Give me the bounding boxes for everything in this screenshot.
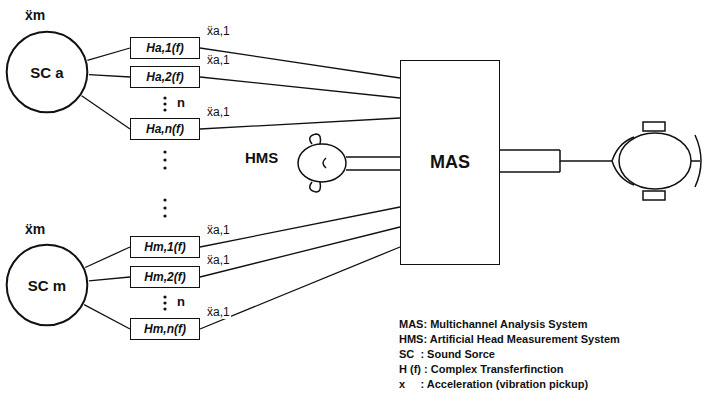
- headphone-head: [500, 122, 701, 200]
- signal-label: ẍa,1: [206, 306, 231, 319]
- transfer-function-label: Ha,2(f): [146, 70, 183, 84]
- node-label: MAS: [430, 152, 470, 173]
- artificial-head: [298, 134, 400, 192]
- signal-line: [87, 48, 130, 60]
- sound-source-circle: SC a: [5, 30, 89, 114]
- signal-label: ẍa,1: [206, 25, 231, 38]
- signal-label: ẍm: [24, 222, 46, 237]
- signal-label: ẍa,1: [206, 54, 231, 67]
- signal-label: ẍa,1: [206, 224, 231, 237]
- signal-line: [200, 247, 400, 329]
- transfer-function-box: Hm,1(f): [130, 236, 200, 258]
- node-label: SC a: [30, 64, 63, 81]
- analysis-system-box: MAS: [400, 60, 500, 265]
- count-label: n: [176, 96, 186, 110]
- signal-line: [84, 305, 130, 329]
- transfer-function-box: Hm,2(f): [130, 266, 200, 288]
- transfer-function-label: Hm,n(f): [144, 322, 186, 336]
- transfer-function-box: Ha,2(f): [130, 66, 200, 88]
- signal-line: [89, 277, 130, 281]
- signal-line: [85, 247, 130, 268]
- legend-note: x : Acceleration (vibration pickup): [398, 378, 589, 390]
- signal-label: ẍa,1: [206, 106, 231, 119]
- signal-line: [200, 118, 400, 129]
- transfer-function-label: Ha,1(f): [146, 41, 183, 55]
- signal-label: ẍm: [24, 8, 46, 23]
- legend-note: HMS: Artificial Head Measurement System: [398, 333, 621, 345]
- transfer-function-box: Hm,n(f): [130, 318, 200, 340]
- system-label: HMS: [244, 150, 279, 167]
- transfer-function-box: Ha,1(f): [130, 37, 200, 59]
- transfer-function-label: Ha,n(f): [146, 122, 184, 136]
- signal-label: ẍa,1: [206, 254, 231, 267]
- signal-line: [89, 75, 130, 77]
- signal-line: [200, 77, 400, 98]
- count-label: n: [176, 295, 186, 309]
- transfer-function-box: Ha,n(f): [130, 118, 200, 140]
- legend-note: MAS: Multichannel Analysis System: [398, 318, 588, 330]
- signal-line: [200, 48, 400, 78]
- sound-source-circle: SC m: [5, 243, 89, 327]
- legend-note: H (f) : Complex Transferfinction: [398, 363, 564, 375]
- node-label: SC m: [28, 277, 66, 294]
- legend-note: SC : Sound Sorce: [398, 348, 496, 360]
- transfer-function-label: Hm,2(f): [144, 270, 185, 284]
- signal-line: [200, 207, 400, 247]
- transfer-function-label: Hm,1(f): [144, 240, 185, 254]
- signal-line: [82, 96, 130, 129]
